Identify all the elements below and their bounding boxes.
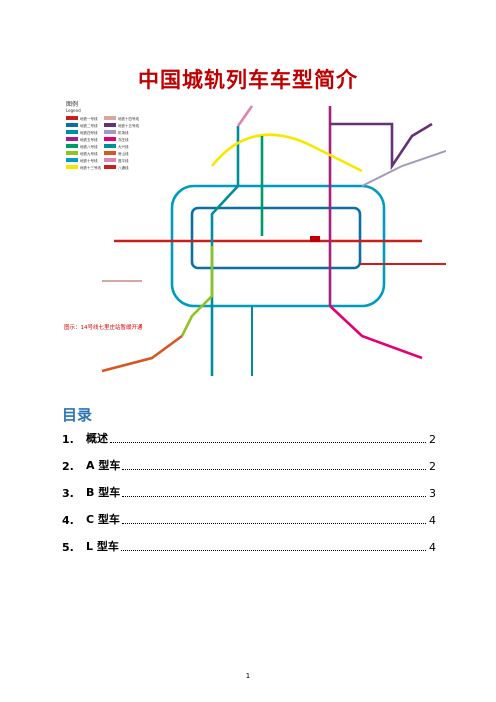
line-9 (180, 246, 214, 337)
line-10 (170, 184, 386, 308)
legend-label: 地铁十四号线 (118, 116, 139, 121)
map-note: 图示：14号线七里庄站暂缓开通 (64, 323, 143, 331)
toc-entry-text: B 型车 (86, 486, 121, 499)
legend-label: 地铁十三号线 (80, 165, 101, 170)
line-changping (236, 105, 254, 127)
legend-swatch (66, 137, 78, 141)
toc-entry-page: 4 (429, 541, 436, 554)
legend-label: 八通线 (118, 165, 129, 170)
legend-swatch (66, 158, 78, 162)
line-airport (361, 150, 446, 187)
toc-entry-number: 3. (62, 487, 74, 500)
toc-entry-page: 3 (429, 487, 436, 500)
toc-leader-dots (122, 496, 426, 497)
toc-entry-number: 2. (62, 460, 74, 473)
line-2 (190, 206, 362, 270)
legend-swatch (66, 165, 78, 169)
toc-leader-dots (120, 550, 426, 551)
toc-entry-l-type[interactable]: 5. L 型车 4 (62, 538, 436, 554)
line-4 (210, 126, 240, 376)
toc-entry-c-type[interactable]: 4. C 型车 4 (62, 511, 436, 527)
legend-swatch (66, 130, 78, 134)
legend-label: 地铁十五号线 (118, 123, 139, 128)
toc-entry-text: C 型车 (86, 513, 120, 526)
legend-swatch (66, 116, 78, 120)
legend-swatch (66, 151, 78, 155)
toc-leader-dots (110, 442, 426, 443)
legend-label: 地铁八号线 (80, 144, 98, 149)
legend-swatch (104, 158, 116, 162)
legend-swatch (66, 123, 78, 127)
toc-entry-text: A 型车 (86, 459, 121, 472)
line-15 (330, 122, 433, 171)
toc-entry-text: 概述 (86, 432, 108, 445)
legend-swatch (104, 137, 116, 141)
legend-label: 地铁四号线 (80, 130, 98, 135)
toc-entry-number: 4. (62, 514, 74, 527)
map-legend: 图例 Legend 地铁一号线地铁二号线地铁四号线地铁五号线地铁八号线地铁九号线… (66, 100, 139, 170)
legend-swatch (104, 151, 116, 155)
legend-title-en: Legend (66, 108, 81, 113)
legend-title: 图例 (66, 100, 78, 108)
legend-label: 地铁十号线 (80, 158, 98, 163)
toc-entry-page: 2 (429, 460, 436, 473)
line-fangshan (101, 334, 183, 373)
legend-swatch (104, 123, 116, 127)
legend-swatch (104, 130, 116, 134)
toc-entry-overview[interactable]: 1. 概述 2 (62, 430, 436, 446)
page-number: 1 (245, 672, 251, 680)
legend-label: 地铁五号线 (80, 137, 98, 142)
subway-map: 图例 Legend 地铁一号线地铁二号线地铁四号线地铁五号线地铁八号线地铁九号线… (64, 100, 446, 376)
toc-entry-a-type[interactable]: 2. A 型车 2 (62, 457, 436, 473)
legend-swatch (66, 144, 78, 148)
toc-leader-dots (121, 523, 426, 524)
toc-entry-number: 1. (62, 433, 74, 446)
legend-swatch (104, 165, 116, 169)
center-marker (310, 236, 320, 242)
line-yizhuang (329, 305, 423, 360)
toc-entry-page: 4 (429, 514, 436, 527)
toc-entry-number: 5. (62, 541, 74, 554)
toc-entry-page: 2 (429, 433, 436, 446)
toc-entry-text: L 型车 (86, 540, 119, 553)
legend-label: 机场线 (118, 130, 129, 135)
legend-swatch (104, 144, 116, 148)
legend-label: 昌平线 (118, 158, 129, 163)
legend-label: 大兴线 (118, 144, 129, 149)
page-title: 中国城轨列车车型简介 (138, 68, 358, 92)
legend-label: 地铁一号线 (80, 116, 98, 121)
legend-label: 地铁二号线 (80, 123, 98, 128)
legend-label: 亦庄线 (118, 137, 129, 142)
toc-leader-dots (122, 469, 426, 470)
legend-label: 地铁九号线 (80, 151, 98, 156)
legend-label: 房山线 (118, 151, 129, 156)
toc-entry-b-type[interactable]: 3. B 型车 3 (62, 484, 436, 500)
legend-swatch (104, 116, 116, 120)
line-13 (210, 133, 363, 173)
toc-heading: 目录 (62, 406, 93, 424)
